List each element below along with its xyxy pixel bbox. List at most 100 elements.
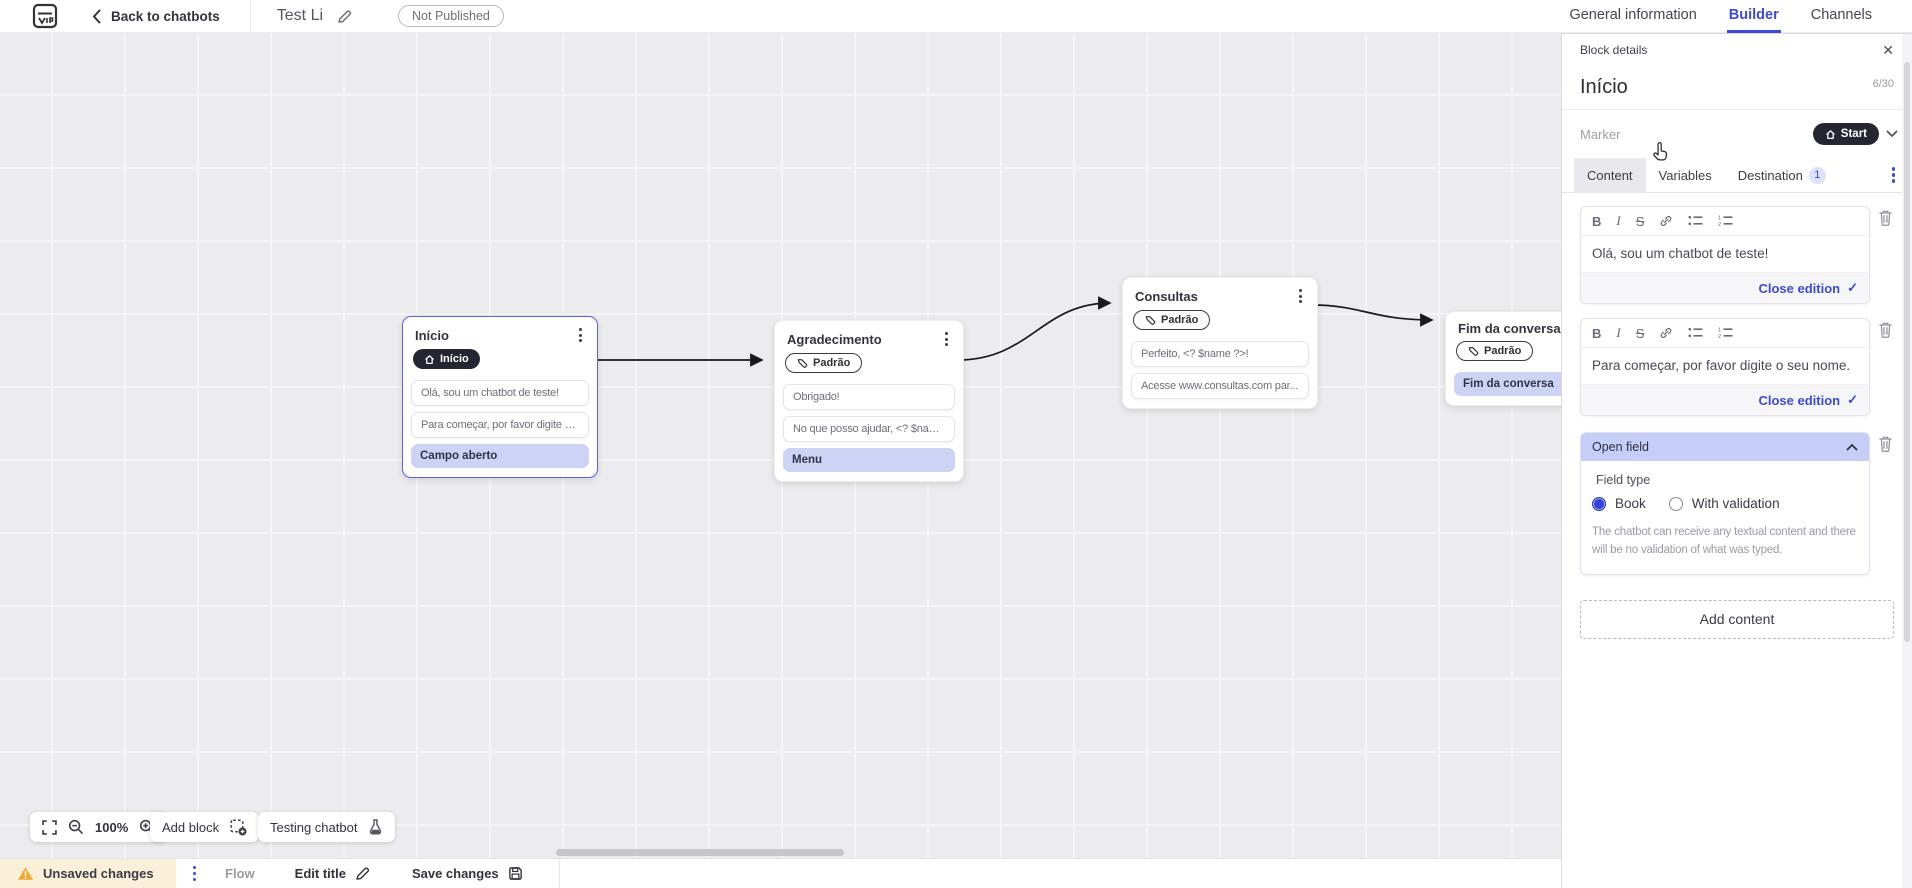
trash-icon[interactable]: [1878, 432, 1900, 453]
block-item-message[interactable]: Acesse www.consultas.com par...: [1131, 373, 1309, 399]
flow-block-agradecimento[interactable]: Agradecimento Padrão Obrigado! No que po…: [774, 320, 964, 482]
tag-icon: [797, 358, 808, 368]
check-icon: ✓: [1847, 392, 1858, 408]
chatbot-title[interactable]: Test Li: [276, 7, 324, 24]
block-title: Agradecimento: [787, 331, 882, 347]
open-field-header[interactable]: Open field: [1581, 433, 1869, 462]
block-title: Consultas: [1135, 288, 1198, 304]
radio-book[interactable]: [1592, 496, 1606, 511]
bullet-list-icon[interactable]: [1688, 215, 1703, 227]
close-edition-button[interactable]: Close edition ✓: [1581, 384, 1869, 416]
zoom-out-icon[interactable]: [68, 819, 84, 835]
block-item-message[interactable]: Obrigado!: [783, 384, 955, 410]
save-icon: [508, 867, 522, 880]
chevron-up-icon[interactable]: [1846, 443, 1858, 451]
link-icon[interactable]: [1659, 326, 1673, 340]
flow-block-fim-da-conversa[interactable]: Fim da conversa Padrão Fim da conversa: [1445, 311, 1561, 406]
bottom-bar-divider: [558, 858, 560, 888]
field-type-options: Book With validation: [1592, 496, 1858, 511]
tab-destination[interactable]: Destination 1: [1725, 158, 1839, 193]
topbar-divider: [249, 0, 251, 33]
marker-value: Start: [1840, 128, 1867, 140]
trash-icon[interactable]: [1878, 318, 1900, 339]
panel-scrollbar[interactable]: [1904, 62, 1910, 642]
block-item-message[interactable]: Perfeito, <? $name ?>!: [1131, 341, 1309, 367]
block-name-input[interactable]: Início: [1580, 76, 1628, 98]
open-field-section: Open field Field type Book With validati…: [1580, 432, 1870, 575]
edit-title-icon[interactable]: [337, 9, 352, 24]
close-edition-label: Close edition: [1758, 280, 1841, 296]
close-icon[interactable]: ✕: [1882, 42, 1894, 58]
radio-with-validation[interactable]: [1668, 496, 1683, 511]
block-item-message[interactable]: Para começar, por favor digite o ...: [411, 412, 589, 438]
flow-block-consultas[interactable]: Consultas Padrão Perfeito, <? $name ?>! …: [1122, 277, 1318, 409]
trash-icon[interactable]: [1878, 206, 1900, 226]
back-to-chatbots-button[interactable]: Back to chatbots: [92, 9, 220, 24]
strikethrough-icon[interactable]: S: [1635, 325, 1645, 341]
block-details-panel: Block details ✕ Início 6/30 Marker Start…: [1561, 33, 1912, 888]
tab-general-information[interactable]: General information: [1569, 6, 1697, 23]
back-label: Back to chatbots: [111, 8, 220, 24]
panel-menu-icon[interactable]: [1889, 165, 1899, 185]
default-marker-pill: Padrão: [1133, 310, 1211, 330]
message-text[interactable]: Olá, sou um chatbot de teste!: [1592, 246, 1769, 261]
save-changes-button[interactable]: Save changes: [412, 866, 523, 881]
marker-select[interactable]: Start: [1812, 123, 1879, 145]
link-icon[interactable]: [1659, 214, 1673, 228]
pencil-icon: [356, 867, 370, 880]
block-item-menu[interactable]: Menu: [783, 448, 955, 472]
edit-title-button[interactable]: Edit title: [295, 866, 370, 881]
bullet-list-icon[interactable]: [1688, 327, 1703, 339]
top-bar: Back to chatbots Test Li Not Published G…: [0, 0, 1912, 33]
italic-icon[interactable]: I: [1616, 325, 1621, 341]
marker-pill-label: Início: [440, 353, 469, 365]
close-edition-button[interactable]: Close edition ✓: [1581, 272, 1869, 304]
tab-content[interactable]: Content: [1574, 157, 1646, 193]
home-icon: [1825, 129, 1835, 139]
flow-canvas[interactable]: Início Início Olá, sou um chatbot de tes…: [0, 33, 1561, 888]
chevron-down-icon[interactable]: [1886, 130, 1898, 138]
add-block-button[interactable]: Add block: [150, 812, 260, 842]
block-menu-icon[interactable]: [1296, 287, 1305, 305]
block-menu-icon[interactable]: [942, 330, 951, 348]
bold-icon[interactable]: B: [1592, 325, 1602, 341]
italic-icon[interactable]: I: [1616, 213, 1621, 228]
tab-channels[interactable]: Channels: [1810, 6, 1872, 23]
tab-variables[interactable]: Variables: [1658, 167, 1712, 183]
fit-screen-icon[interactable]: [42, 819, 57, 835]
start-marker-pill: Início: [413, 349, 480, 369]
flow-block-inicio[interactable]: Início Início Olá, sou um chatbot de tes…: [402, 316, 598, 478]
testing-chatbot-button[interactable]: Testing chatbot: [258, 812, 396, 842]
marker-label: Marker: [1580, 126, 1621, 142]
numbered-list-icon[interactable]: 12: [1718, 215, 1733, 227]
numbered-list-icon[interactable]: 12: [1718, 327, 1733, 339]
unsaved-changes-indicator: Unsaved changes: [0, 859, 176, 888]
add-content-button[interactable]: Add content: [1580, 599, 1894, 639]
horizontal-scrollbar[interactable]: [556, 849, 844, 856]
bottom-menu-icon[interactable]: [190, 864, 200, 884]
save-changes-label: Save changes: [411, 866, 499, 881]
strikethrough-icon[interactable]: S: [1635, 213, 1645, 229]
flow-view-label[interactable]: Flow: [225, 866, 255, 881]
testing-chatbot-label: Testing chatbot: [270, 819, 358, 835]
block-item-message[interactable]: No que posso ajudar, <? $name ...: [783, 416, 955, 442]
chevron-left-icon: [92, 9, 101, 23]
zoom-level: 100%: [95, 819, 129, 835]
add-block-label: Add block: [162, 819, 220, 835]
block-item-end[interactable]: Fim da conversa: [1454, 372, 1561, 396]
tab-builder[interactable]: Builder: [1726, 0, 1781, 33]
home-icon: [425, 354, 434, 364]
svg-text:1: 1: [1718, 328, 1721, 334]
message-text[interactable]: Para começar, por favor digite o seu nom…: [1592, 358, 1851, 374]
marker-pill-label: Padrão: [813, 357, 851, 369]
default-marker-pill: Padrão: [785, 353, 863, 373]
bold-icon[interactable]: B: [1592, 213, 1602, 229]
tag-icon: [1468, 346, 1479, 356]
block-item-message[interactable]: Olá, sou um chatbot de teste!: [411, 380, 589, 406]
svg-text:2: 2: [1718, 222, 1721, 227]
panel-header-label: Block details: [1580, 43, 1648, 57]
block-item-open-field[interactable]: Campo aberto: [411, 444, 589, 468]
block-menu-icon[interactable]: [576, 326, 585, 344]
